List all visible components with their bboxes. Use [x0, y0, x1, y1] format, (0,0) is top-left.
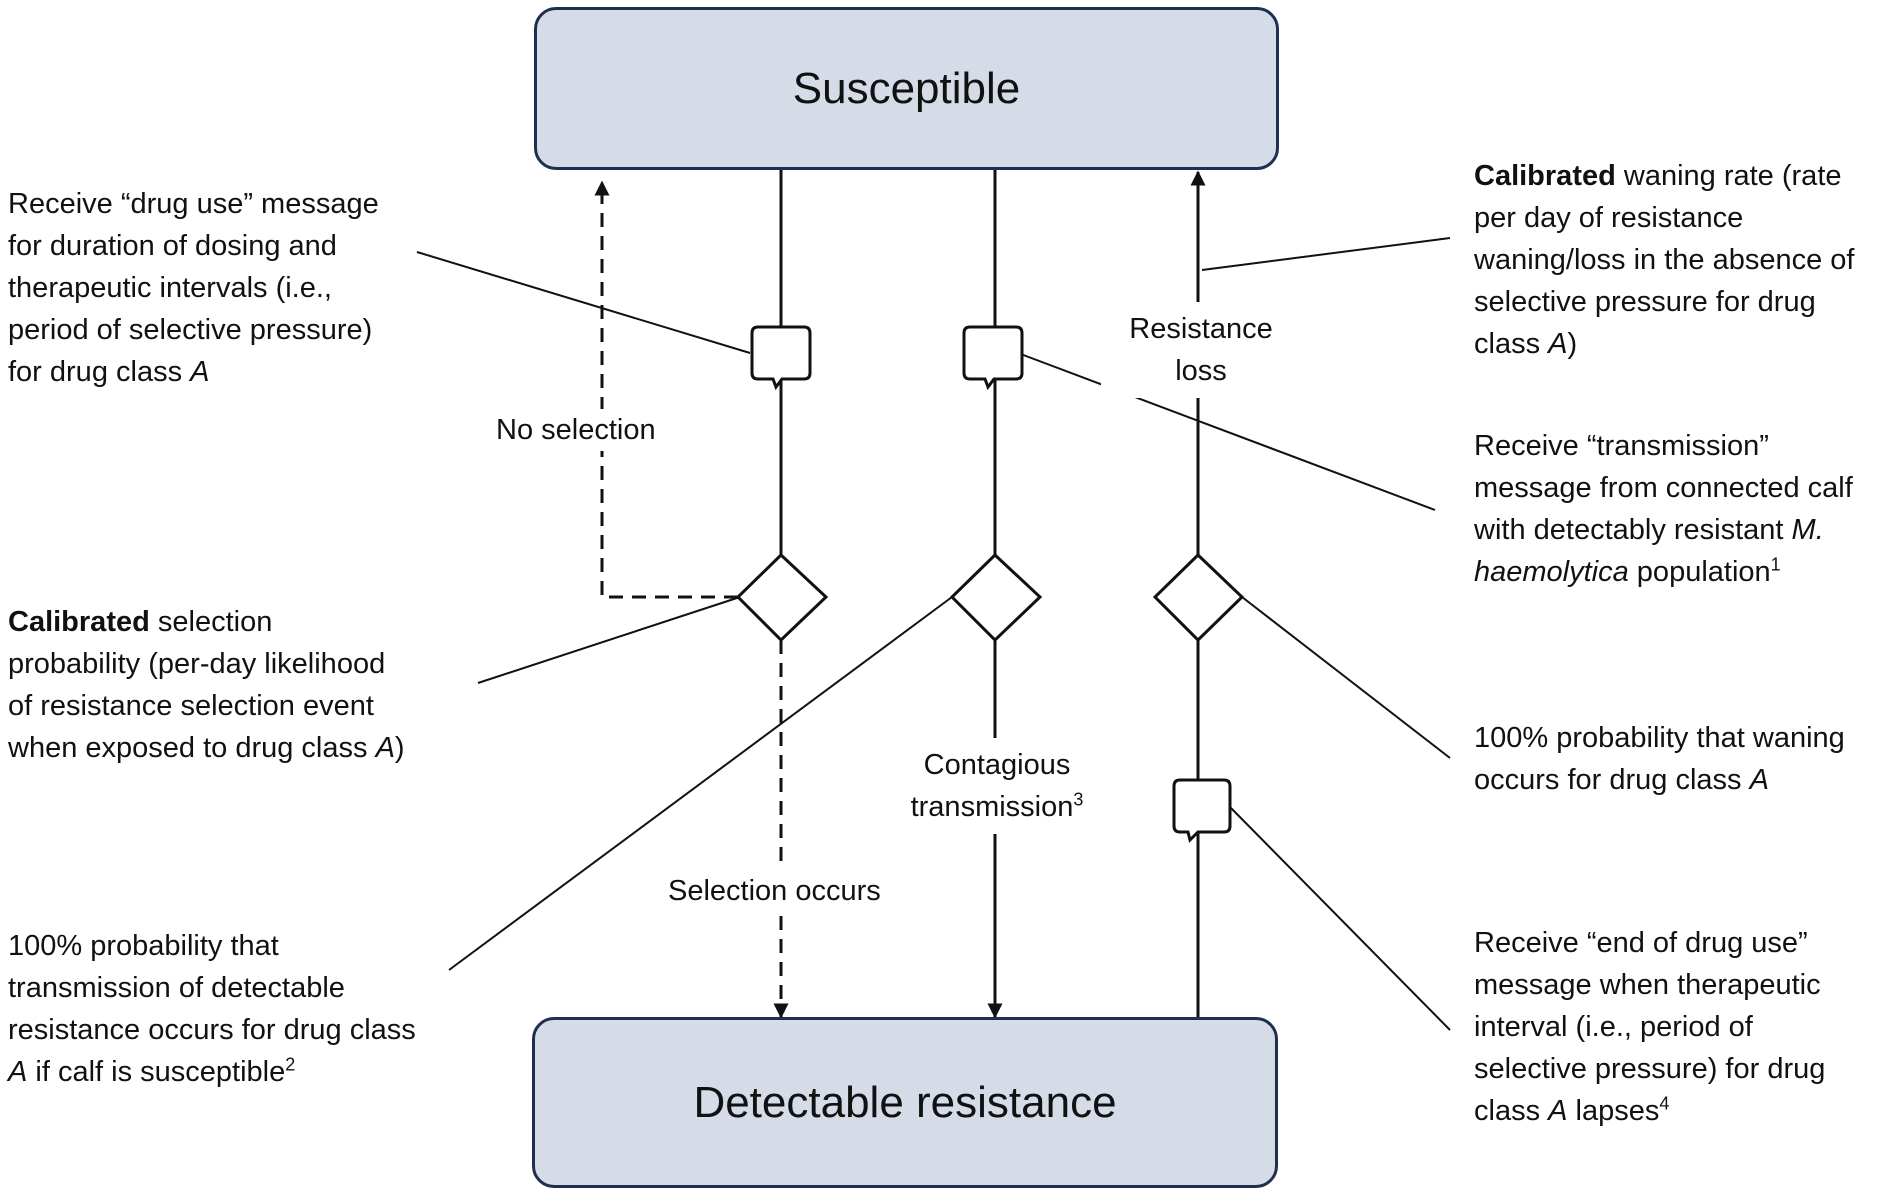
- transmission-message-annotation: Receive “transmission” message from conn…: [1474, 430, 1853, 588]
- contagious-transmission-label: Contagious transmission3: [902, 738, 1092, 834]
- detectable-resistance-state: Detectable resistance: [532, 1017, 1278, 1188]
- selection-probability-annotation: Calibrated selection probability (per-da…: [8, 606, 405, 764]
- leader-transmission-prob: [448, 596, 953, 971]
- drug-use-annotation: Receive “drug use” message for duration …: [8, 188, 379, 388]
- no-selection-label: No selection: [496, 409, 656, 451]
- susceptible-label: Susceptible: [792, 63, 1021, 113]
- drug-use-message-icon: [750, 325, 812, 391]
- end-drug-use-message-icon: [1172, 778, 1232, 843]
- detectable-resistance-label: Detectable resistance: [693, 1077, 1117, 1127]
- leader-waning-rate: [1201, 237, 1451, 271]
- decision-waning-diamond: [1152, 552, 1245, 643]
- end-drug-use-annotation: Receive “end of drug use” message when t…: [1474, 927, 1826, 1127]
- no-selection-dashed-arrow: [594, 180, 738, 599]
- leader-selection-prob: [477, 596, 741, 684]
- leader-transmission-msg: [1017, 352, 1436, 511]
- resistance-loss-label: Resistance loss: [1101, 302, 1301, 398]
- transmission-message-icon: [962, 325, 1024, 391]
- leader-end-drug-use: [1227, 804, 1451, 1031]
- transmission-probability-annotation: 100% probability that transmission of de…: [8, 930, 416, 1088]
- selection-occurs-label: Selection occurs: [664, 870, 885, 912]
- waning-probability-annotation: 100% probability that waning occurs for …: [1474, 722, 1845, 796]
- susceptible-state: Susceptible: [534, 7, 1279, 170]
- leader-waning-prob: [1241, 596, 1451, 759]
- decision-transmission-diamond: [949, 552, 1043, 643]
- leader-drug-use: [416, 251, 751, 354]
- decision-selection-diamond: [735, 552, 829, 643]
- waning-rate-annotation: Calibrated waning rate (rate per day of …: [1474, 160, 1855, 360]
